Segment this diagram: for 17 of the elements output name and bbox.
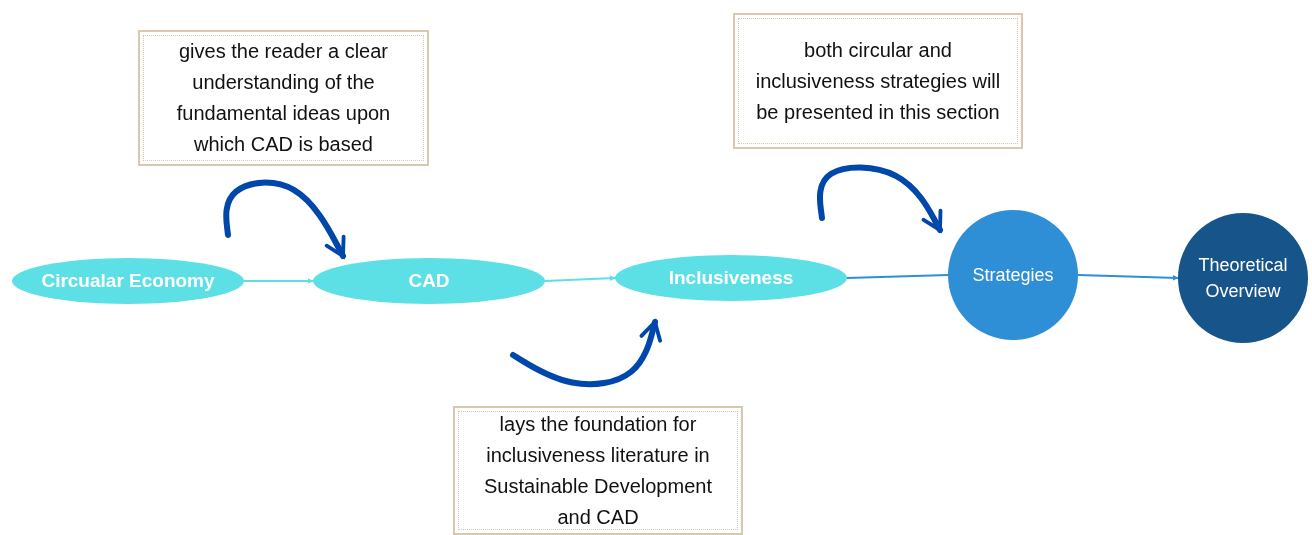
curved-arrow (223, 179, 346, 259)
node-label: Theoretical Overview (1197, 253, 1289, 303)
node-label: Strategies (972, 263, 1054, 287)
arrow (544, 275, 616, 282)
note-box (138, 30, 429, 166)
note-box (733, 13, 1023, 149)
node-label: lays the foundation for inclusiveness literature in Sustainable Development and CAD (483, 411, 713, 530)
arrow (1077, 274, 1179, 281)
node-label: CAD (408, 270, 450, 292)
note-box (453, 406, 743, 535)
node-label: both circular and inclusiveness strategies will be presented in this section (754, 37, 1002, 125)
arrow (243, 278, 314, 284)
node-label: Circualar Economy (41, 270, 215, 292)
curved-arrow (816, 164, 943, 233)
node-label: gives the reader a clear understanding of the fundamental ideas upon which CAD is based (175, 39, 392, 157)
node-label: Inclusiveness (668, 267, 794, 289)
curved-arrow (510, 319, 662, 388)
